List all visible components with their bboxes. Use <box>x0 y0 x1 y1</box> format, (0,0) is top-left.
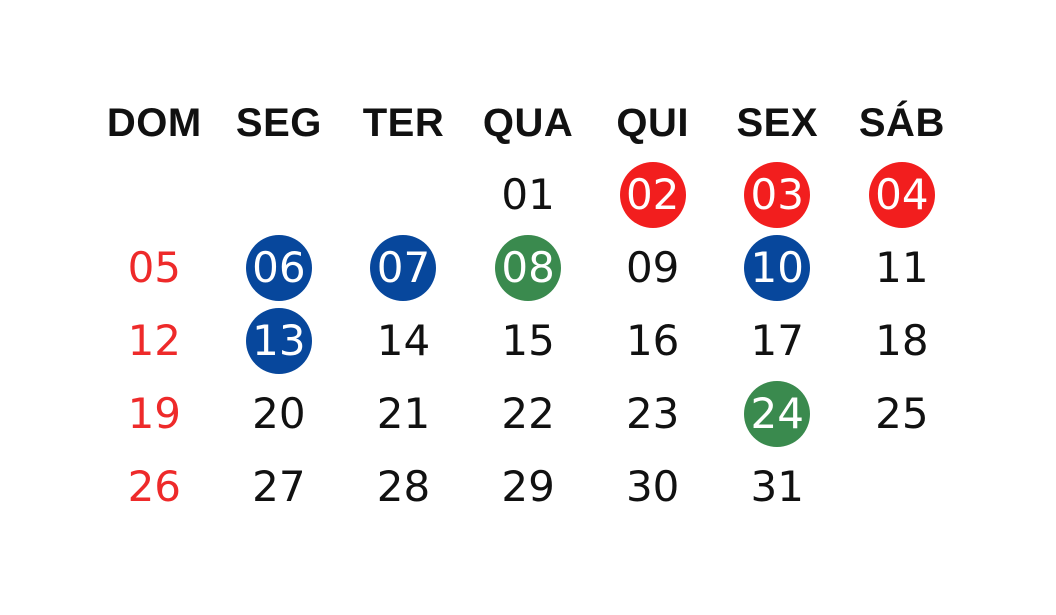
calendar-day-cell[interactable]: 07 <box>341 231 466 304</box>
calendar-day-cell[interactable]: 13 <box>217 304 342 377</box>
calendar-day-cell[interactable]: 23 <box>590 377 715 450</box>
weekday-monday: SEG <box>235 100 322 145</box>
weekday-header: DOM SEG TER QUA QUI SEX SÁB <box>92 88 964 158</box>
calendar-day-cell[interactable]: 25 <box>840 377 965 450</box>
calendar-day-number: 06 <box>245 234 312 301</box>
calendar-day-number: 28 <box>376 462 431 511</box>
calendar-day-cell[interactable]: 16 <box>590 304 715 377</box>
weekday-saturday: SÁB <box>858 100 945 145</box>
calendar-empty-cell <box>92 158 217 231</box>
calendar-day-cell[interactable]: 22 <box>466 377 591 450</box>
calendar-day-cell[interactable]: 02 <box>590 158 715 231</box>
calendar-day-number: 27 <box>252 462 306 511</box>
calendar-week-row: 01 02 03 04 <box>92 158 964 231</box>
calendar-day-cell[interactable]: 17 <box>715 304 840 377</box>
calendar-day-cell[interactable]: 21 <box>341 377 466 450</box>
calendar-day-number: 14 <box>376 316 431 365</box>
calendar-day-cell[interactable]: 01 <box>466 158 591 231</box>
calendar-day-cell[interactable]: 10 <box>715 231 840 304</box>
calendar-day-number: 23 <box>625 389 680 438</box>
calendar-day-cell[interactable]: 15 <box>466 304 591 377</box>
calendar-day-cell[interactable]: 31 <box>715 450 840 523</box>
calendar-day-number: 31 <box>750 462 804 511</box>
weekday-tuesday: TER <box>362 100 445 145</box>
calendar-empty-cell <box>341 158 466 231</box>
calendar-day-number: 05 <box>127 243 182 292</box>
weekday-wednesday: QUA <box>482 100 574 145</box>
calendar-day-cell[interactable]: 28 <box>341 450 466 523</box>
calendar-day-number: 02 <box>619 161 686 228</box>
calendar-day-number: 19 <box>127 389 182 438</box>
calendar-day-number: 21 <box>376 389 431 438</box>
calendar-week-row: 26 27 28 29 30 31 <box>92 450 964 523</box>
calendar-day-number: 29 <box>501 462 555 511</box>
calendar-day-number: 16 <box>625 316 680 365</box>
calendar-day-cell[interactable]: 05 <box>92 231 217 304</box>
calendar-day-cell[interactable]: 26 <box>92 450 217 523</box>
calendar-day-cell[interactable]: 12 <box>92 304 217 377</box>
calendar-day-cell[interactable]: 08 <box>466 231 591 304</box>
calendar-day-number: 08 <box>495 234 562 301</box>
calendar-day-number: 03 <box>744 161 811 228</box>
calendar-day-number: 25 <box>875 389 929 438</box>
calendar-day-cell[interactable]: 19 <box>92 377 217 450</box>
calendar-grid: 01 02 03 04 05 06 07 08 09 10 11 12 13 14 15 16 17 18 19 20… <box>92 158 964 523</box>
calendar-day-number: 24 <box>744 380 811 447</box>
calendar-day-cell[interactable]: 29 <box>466 450 591 523</box>
calendar-day-cell[interactable]: 11 <box>840 231 965 304</box>
calendar-day-cell[interactable]: 09 <box>590 231 715 304</box>
calendar-day-number: 11 <box>875 243 929 292</box>
weekday-sunday: DOM <box>106 100 202 145</box>
calendar-day-number: 30 <box>625 462 680 511</box>
weekday-friday: SEX <box>736 100 819 145</box>
calendar-day-cell[interactable]: 18 <box>840 304 965 377</box>
calendar-day-cell[interactable]: 04 <box>840 158 965 231</box>
calendar-empty-cell <box>840 450 965 523</box>
calendar-day-number: 20 <box>252 389 306 438</box>
calendar-day-number: 17 <box>750 316 804 365</box>
calendar-day-cell[interactable]: 30 <box>590 450 715 523</box>
calendar-week-row: 19 20 21 22 23 24 25 <box>92 377 964 450</box>
calendar-day-number: 22 <box>501 389 555 438</box>
calendar-week-row: 05 06 07 08 09 10 11 <box>92 231 964 304</box>
calendar: DOM SEG TER QUA QUI SEX SÁB 01 02 03 04 05 06… <box>92 88 964 523</box>
calendar-day-number: 15 <box>501 316 555 365</box>
calendar-day-cell[interactable]: 03 <box>715 158 840 231</box>
calendar-empty-cell <box>217 158 342 231</box>
calendar-day-number: 07 <box>370 234 437 301</box>
calendar-day-cell[interactable]: 27 <box>217 450 342 523</box>
calendar-day-number: 04 <box>868 161 935 228</box>
calendar-day-number: 13 <box>245 307 312 374</box>
calendar-day-number: 26 <box>127 462 182 511</box>
calendar-day-number: 12 <box>127 316 182 365</box>
calendar-day-cell[interactable]: 14 <box>341 304 466 377</box>
calendar-day-cell[interactable]: 24 <box>715 377 840 450</box>
calendar-day-number: 10 <box>744 234 811 301</box>
calendar-day-cell[interactable]: 20 <box>217 377 342 450</box>
calendar-day-cell[interactable]: 06 <box>217 231 342 304</box>
calendar-day-number: 18 <box>875 316 929 365</box>
calendar-day-number: 09 <box>625 243 680 292</box>
calendar-week-row: 12 13 14 15 16 17 18 <box>92 304 964 377</box>
weekday-thursday: QUI <box>616 100 689 145</box>
calendar-day-number: 01 <box>501 170 555 219</box>
